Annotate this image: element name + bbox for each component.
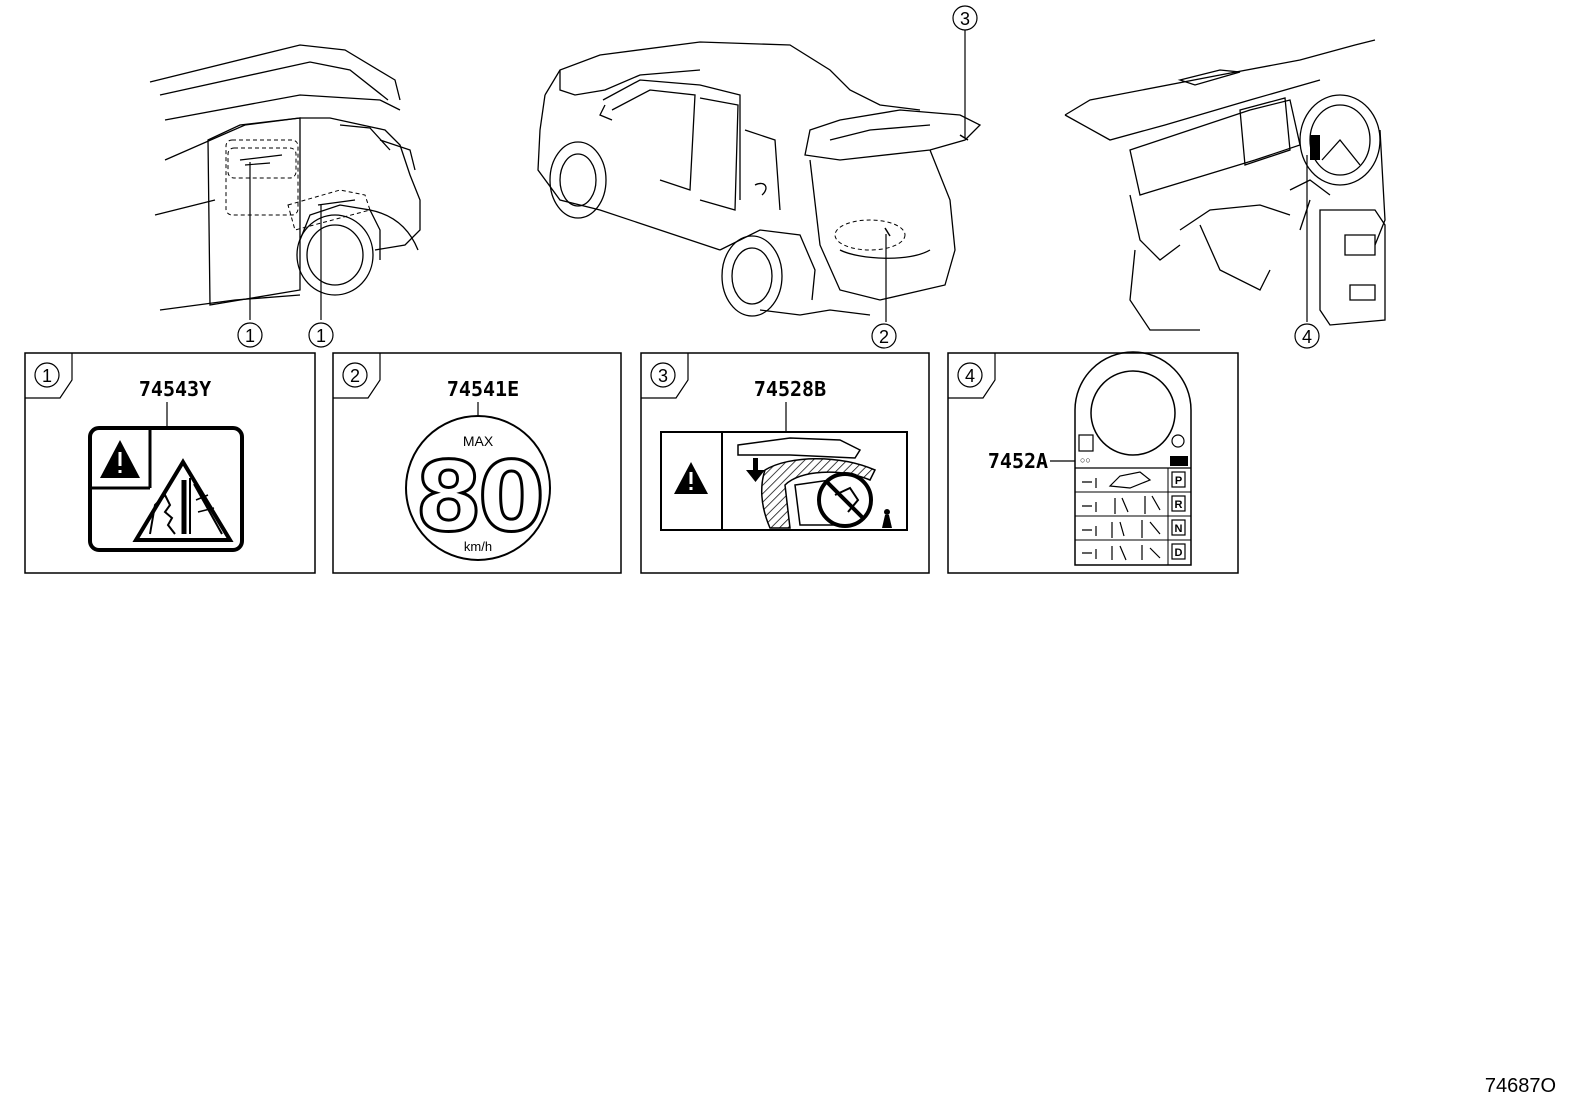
panel-1: 1 74543Y <box>24 352 316 574</box>
sticker-marks-side <box>239 154 356 206</box>
speed-value: 80 <box>415 441 541 553</box>
callout-2: 2 <box>879 327 889 347</box>
panel-1-part-number: 74543Y <box>139 377 211 401</box>
vehicle-interior-view <box>1064 39 1386 331</box>
gear-r: R <box>1175 499 1183 511</box>
sticker-marks-rear <box>884 134 969 237</box>
panel-3-index: 3 <box>658 366 668 386</box>
diagram-reference: 74687O <box>1485 1075 1556 1097</box>
callout-1a: 1 <box>245 326 255 346</box>
gear-d: D <box>1175 547 1183 559</box>
panel-3-part-number: 74528B <box>754 377 826 401</box>
shift-pattern-sticker: ○○ P R N D <box>1074 351 1192 566</box>
panel-4: 4 7452A ○○ P R <box>947 351 1239 574</box>
tailgate-warning-sticker <box>660 431 908 531</box>
warning-sticker-1 <box>88 426 244 552</box>
panel-4-part-number: 7452A <box>988 449 1048 473</box>
panel-2: 2 74541E MAX 80 km/h <box>332 352 622 574</box>
vehicle-rear-view <box>537 41 982 317</box>
callout-4: 4 <box>1302 327 1312 347</box>
panel-4-index: 4 <box>965 366 975 386</box>
panel-2-part-number: 74541E <box>447 377 519 401</box>
panel-2-index: 2 <box>350 366 360 386</box>
gear-p: P <box>1175 475 1182 487</box>
callout-3: 3 <box>960 9 970 29</box>
speed-unit: km/h <box>464 539 492 554</box>
svg-text:○○: ○○ <box>1080 455 1091 465</box>
gear-n: N <box>1175 523 1183 535</box>
panel-3: 3 74528B <box>640 352 930 574</box>
sticker-mark-interior <box>1310 135 1320 160</box>
sticker-zones-rear <box>834 219 906 251</box>
callout-1b: 1 <box>316 326 326 346</box>
sticker-zones-side <box>225 139 371 231</box>
leader-lines-2-3 <box>885 30 966 322</box>
leader-lines-1 <box>249 162 322 320</box>
max-label: MAX <box>463 433 494 449</box>
speed-limit-sticker: MAX 80 km/h <box>405 415 551 561</box>
vehicle-side-view <box>149 44 421 311</box>
panel-1-index: 1 <box>42 366 52 386</box>
